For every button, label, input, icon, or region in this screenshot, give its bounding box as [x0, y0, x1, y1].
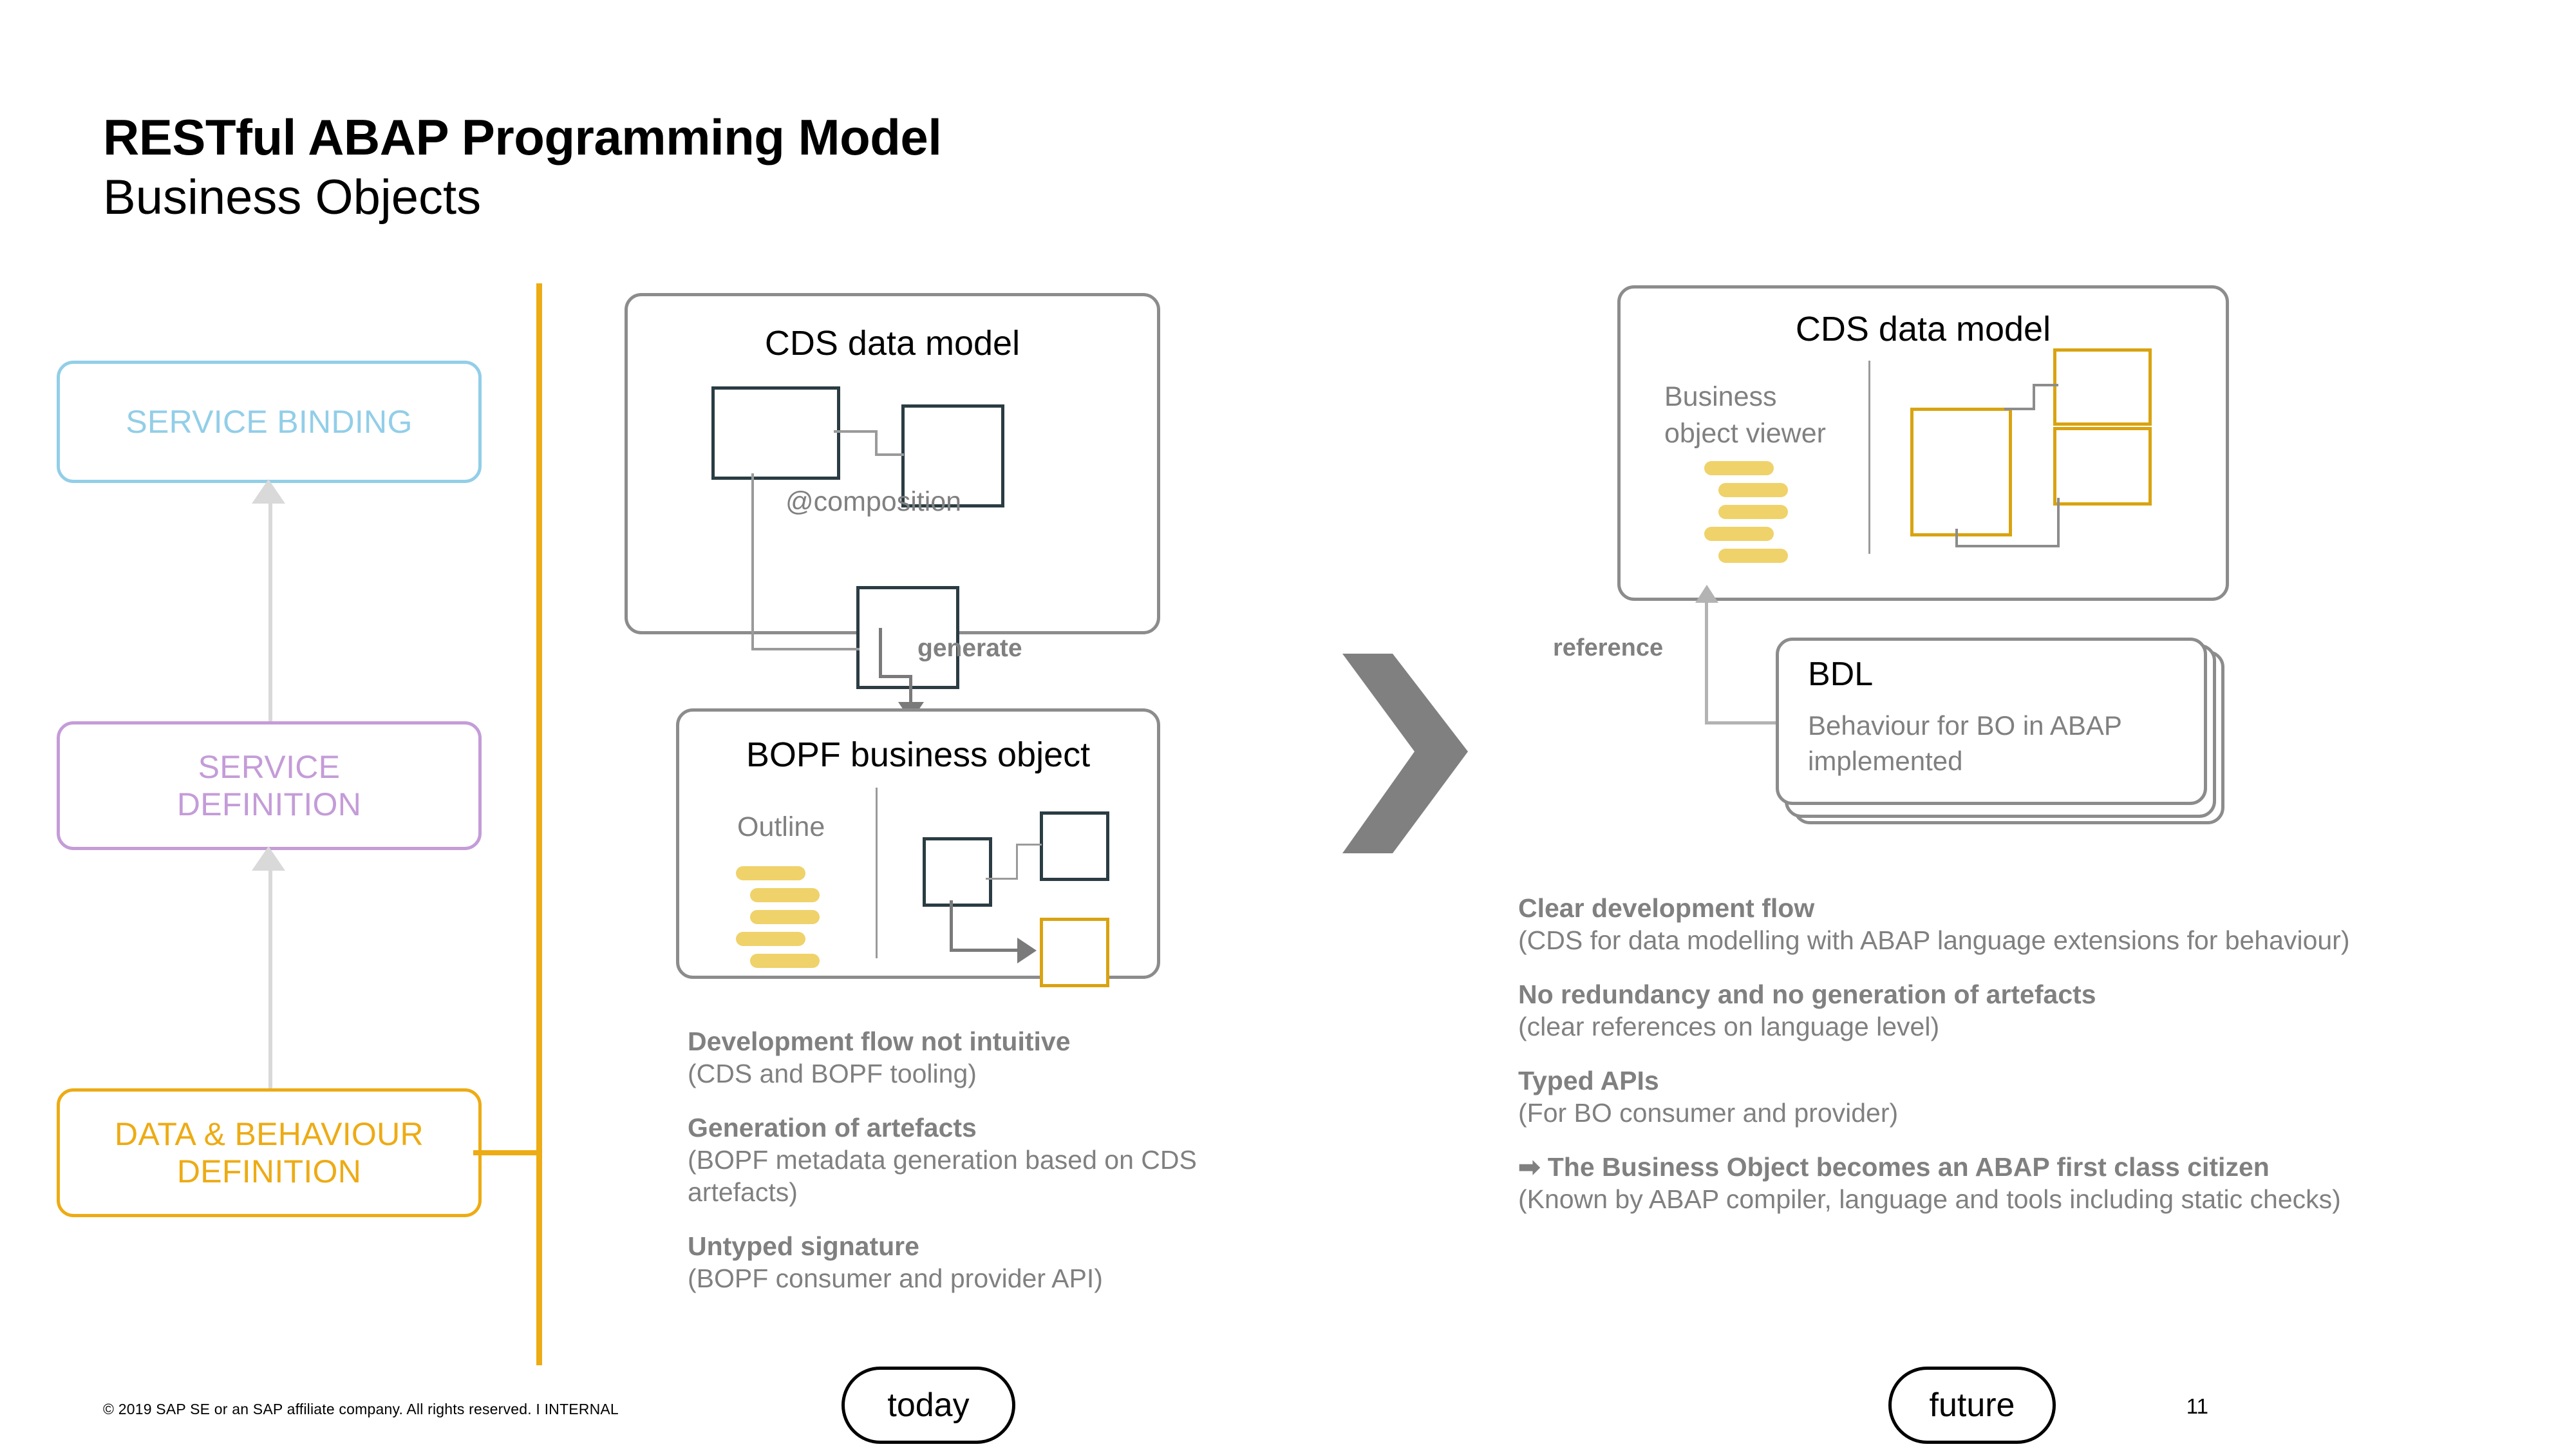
today-bullet-2: Generation of artefacts (BOPF metadata g… [688, 1113, 1197, 1208]
arrow-shaft-definition-to-binding [268, 502, 272, 721]
reference-arrow-head [1695, 585, 1718, 603]
today-bullet-3: Untyped signature (BOPF consumer and pro… [688, 1231, 1103, 1294]
bopf-entity-child [1040, 811, 1109, 881]
future-bullet-2: No redundancy and no generation of artef… [1518, 980, 2096, 1042]
generate-arrow-shaft-horizontal [879, 675, 912, 678]
stack-box-service-binding[interactable]: SERVICE BINDING [57, 361, 482, 483]
bdl-title: BDL [1808, 656, 1874, 693]
gold-connector-vertical [536, 283, 542, 1365]
generate-arrow-shaft-vertical [879, 628, 882, 678]
outline-list-icon [736, 866, 826, 976]
reference-label: reference [1553, 634, 1664, 661]
bopf-panel-divider [876, 788, 878, 958]
stack-box-data-behaviour-label: DATA & BEHAVIOUR DEFINITION [115, 1116, 424, 1189]
future-connector-c [2033, 384, 2058, 386]
today-bullet-1: Development flow not intuitive (CDS and … [688, 1027, 1071, 1089]
future-entity-root [1910, 408, 2012, 536]
future-connector-a [2004, 408, 2035, 410]
timeline-pill-future[interactable]: future [1888, 1367, 2056, 1444]
reference-arrow-horizontal [1705, 721, 1782, 724]
stack-box-data-behaviour[interactable]: DATA & BEHAVIOUR DEFINITION [57, 1088, 482, 1217]
bopf-connector-a [986, 878, 1018, 880]
slide-subtitle: Business Objects [103, 170, 482, 225]
entity-root [711, 386, 840, 480]
page-title: RESTful ABAP Programming Model Business … [103, 109, 1519, 226]
bopf-entity-root [923, 837, 992, 907]
connector-root-child2-b [751, 648, 860, 650]
timeline-pill-today[interactable]: today [841, 1367, 1015, 1444]
bopf-connector-c [1016, 844, 1042, 846]
future-cds-panel: CDS data model Business object viewer [1617, 285, 2229, 601]
future-bullet-4: ➡ The Business Object becomes an ABAP fi… [1518, 1152, 2341, 1215]
future-connector-d [1955, 529, 1958, 547]
future-bullets: Clear development flow (CDS for data mod… [1518, 892, 2484, 1237]
future-cds-panel-divider [1868, 361, 1870, 554]
connector-root-child2-a [751, 473, 754, 650]
bopf-gen-arrow-head [1017, 938, 1037, 963]
today-bopf-panel-title: BOPF business object [746, 735, 1091, 774]
today-bopf-panel: BOPF business object Outline [676, 708, 1160, 987]
bo-viewer-list-icon [1704, 461, 1794, 571]
stack-box-service-definition[interactable]: SERVICE DEFINITION [57, 721, 482, 850]
composition-label: @composition [785, 486, 962, 517]
footer-copyright: © 2019 SAP SE or an SAP affiliate compan… [103, 1401, 619, 1417]
bdl-description: Behaviour for BO in ABAP implemented [1808, 710, 2122, 776]
connector-root-child1-b [875, 430, 878, 456]
future-entity-child-1 [2053, 348, 2152, 426]
generate-label: generate [917, 634, 1022, 662]
stack-box-service-definition-label: SERVICE DEFINITION [176, 749, 362, 822]
stack-box-service-binding-label: SERVICE BINDING [126, 404, 413, 440]
future-cds-panel-title: CDS data model [1795, 310, 2051, 348]
slide-title: RESTful ABAP Programming Model [103, 109, 942, 166]
entity-child-1 [901, 404, 1004, 507]
connector-root-child1-a [834, 430, 878, 433]
bdl-card[interactable]: BDL Behaviour for BO in ABAP implemented [1776, 638, 2207, 805]
future-connector-b [2033, 384, 2035, 410]
arrow-shaft-data-to-definition [268, 869, 272, 1088]
future-bullet-1: Clear development flow (CDS for data mod… [1518, 893, 2350, 956]
business-object-viewer-label: Business object viewer [1664, 381, 1826, 449]
connector-root-child1-c [875, 453, 904, 456]
bopf-connector-b [1016, 844, 1018, 880]
future-entity-child-2 [2053, 427, 2152, 506]
arrow-head-definition-to-binding [252, 479, 285, 504]
entity-child-2 [856, 586, 959, 689]
timeline-pill-future-label: future [1929, 1387, 2015, 1424]
timeline-pill-today-label: today [887, 1387, 970, 1424]
future-bullet-3: Typed APIs (For BO consumer and provider… [1518, 1066, 1899, 1128]
bopf-gen-arrow-shaft [950, 900, 953, 952]
bopf-gen-arrow-horizontal [950, 949, 1020, 952]
future-connector-f [2057, 498, 2060, 547]
reference-arrow-shaft [1705, 602, 1708, 724]
bopf-entity-generated [1040, 918, 1109, 987]
future-connector-e [1955, 545, 2060, 547]
outline-label: Outline [737, 811, 825, 842]
page-number: 11 [2186, 1394, 2208, 1418]
arrow-head-data-to-definition [252, 846, 285, 871]
today-cds-panel-title: CDS data model [764, 324, 1020, 363]
today-bullets: Development flow not intuitive (CDS and … [688, 1025, 1274, 1316]
gold-connector-horizontal [473, 1150, 541, 1155]
today-cds-panel: CDS data model @composition [625, 293, 1160, 689]
generate-arrow-shaft-drop [909, 675, 912, 706]
transition-chevron-icon [1342, 654, 1468, 853]
